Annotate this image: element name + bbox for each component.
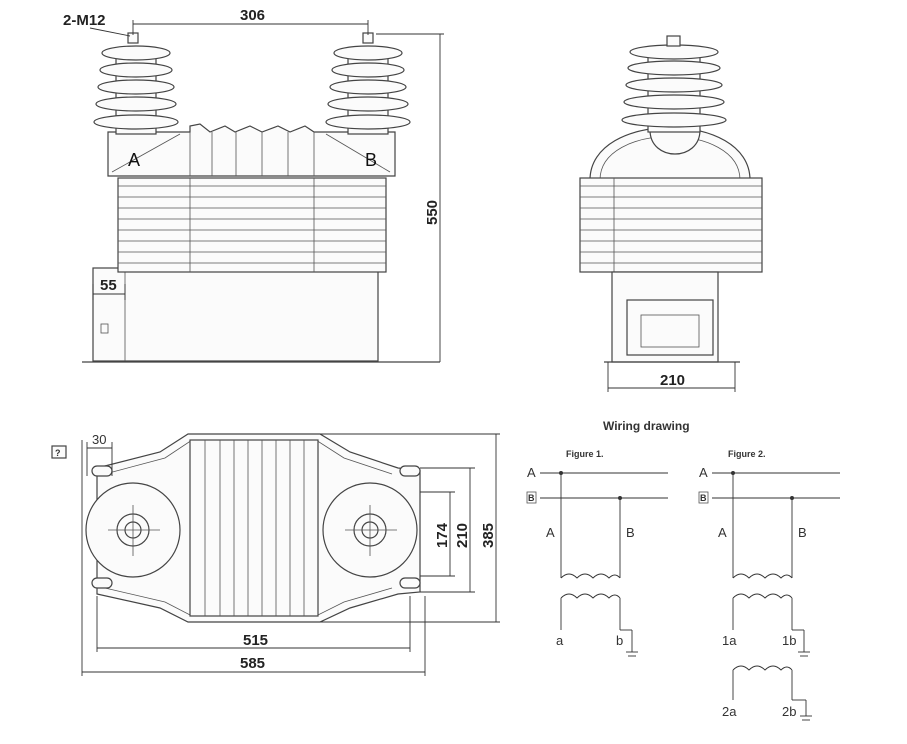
fig2-sec1-b: 1b — [782, 633, 796, 648]
terminal-b-label: B — [365, 150, 377, 170]
mount-slot — [91, 465, 113, 477]
fig1-sec-b: b — [616, 633, 623, 648]
fig1-line-a-label: A — [527, 465, 536, 480]
dim-174-value: 174 — [434, 522, 451, 548]
side-width-value: 210 — [660, 372, 685, 389]
wiring-drawing: Wiring drawing Figure 1. A B A B a b — [526, 419, 840, 721]
mount-slot — [399, 465, 421, 477]
mount-slot — [91, 577, 113, 589]
fig2-primary-b: B — [798, 525, 807, 540]
front-base — [92, 267, 379, 362]
top-view: 30 ? 174 210 385 515 585 — [51, 432, 500, 676]
fig1-primary-b: B — [626, 525, 635, 540]
terminal-spacing-value: 306 — [240, 7, 265, 24]
bolt-label: 2-M12 — [63, 12, 106, 29]
slot-width-value: 30 — [92, 432, 106, 447]
base-offset-value: 55 — [100, 277, 117, 294]
wiring-figure-1: Figure 1. A B A B a b — [526, 449, 668, 657]
fig2-sec1-a: 1a — [722, 633, 737, 648]
fig1-sec-a: a — [556, 633, 564, 648]
right-insulator — [325, 32, 411, 135]
top-center-block — [189, 439, 319, 617]
wiring-title: Wiring drawing — [603, 419, 690, 433]
side-ribbed-body — [579, 177, 763, 273]
fig2-secondary-coil-1 — [732, 593, 793, 599]
terminal-a-label: A — [128, 150, 140, 170]
fig1-primary-a: A — [546, 525, 555, 540]
wiring-figure-2: Figure 2. A B A B 1a 1b — [698, 449, 840, 721]
front-view: A B 2-M12 306 550 — [63, 7, 444, 363]
fig2-secondary-coil-2 — [732, 665, 793, 671]
fig1-line-b-label: B — [528, 493, 535, 503]
fig2-sec2-a: 2a — [722, 704, 737, 719]
dim-210-value: 210 — [454, 523, 471, 548]
fig1-secondary-coil — [560, 593, 621, 599]
fig2-sec2-b: 2b — [782, 704, 796, 719]
slot-callout-box — [51, 445, 67, 459]
fig2-line-a-label: A — [699, 465, 708, 480]
fig2-primary-a: A — [718, 525, 727, 540]
mount-slot — [399, 577, 421, 589]
figure1-title: Figure 1. — [566, 449, 604, 459]
dim-385-value: 385 — [480, 523, 497, 548]
dim-515-value: 515 — [243, 632, 268, 649]
fig1-primary-coil — [560, 573, 621, 579]
fig2-primary-coil — [732, 573, 793, 579]
height-value: 550 — [424, 200, 441, 225]
slot-callout-label: ? — [55, 448, 61, 458]
front-ribbed-body — [117, 177, 387, 273]
side-view: 210 — [579, 35, 763, 392]
figure2-title: Figure 2. — [728, 449, 766, 459]
fig2-line-b-label: B — [700, 493, 707, 503]
dim-585-value: 585 — [240, 655, 265, 672]
left-insulator — [93, 32, 179, 135]
